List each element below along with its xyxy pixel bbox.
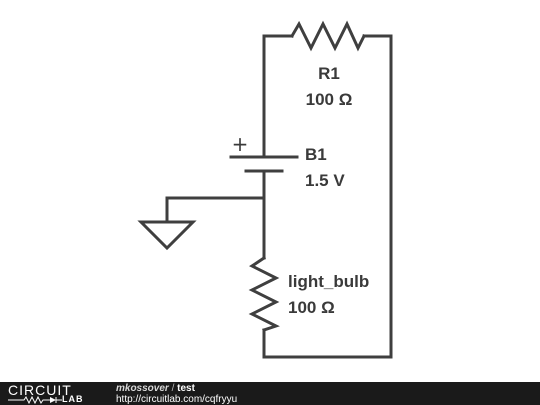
- logo-word-circuit: CIRCUIT: [8, 382, 72, 398]
- wire-ground-branch: [165, 196, 266, 223]
- credits: mkossover / test http://circuitlab.com/c…: [116, 383, 237, 405]
- resistor-light-bulb-symbol: [248, 255, 280, 332]
- b1-name-label: B1: [305, 145, 327, 164]
- ground-icon: [137, 220, 197, 251]
- logo-resistor-icon: [8, 396, 62, 404]
- wire-bottom: [262, 328, 393, 359]
- author-name[interactable]: mkossover: [116, 383, 169, 394]
- byline: mkossover / test: [116, 383, 237, 394]
- wire-top-right: [362, 34, 393, 359]
- b1-value-label: 1.5 V: [305, 171, 345, 190]
- circuitlab-logo[interactable]: CIRCUIT LAB: [8, 383, 108, 405]
- resistor-r1-symbol: [289, 20, 367, 52]
- circuit-title[interactable]: test: [177, 383, 195, 394]
- footer-bar: CIRCUIT LAB mkossover / test http://circ…: [0, 382, 540, 405]
- byline-separator: /: [171, 383, 175, 394]
- r1-name-label: R1: [318, 64, 340, 83]
- bulb-value-label: 100 Ω: [288, 298, 335, 317]
- bulb-name-label: light_bulb: [288, 272, 369, 291]
- wire-top-left: [262, 34, 294, 158]
- circuit-schematic: + R1 100 Ω B1 1.5 V light_bulb 100 Ω: [137, 20, 393, 359]
- r1-value-label: 100 Ω: [306, 90, 353, 109]
- circuit-url-link[interactable]: http://circuitlab.com/cqfryyu: [116, 394, 238, 405]
- battery-polarity-mark: +: [232, 132, 249, 156]
- logo-word-lab: LAB: [62, 394, 84, 404]
